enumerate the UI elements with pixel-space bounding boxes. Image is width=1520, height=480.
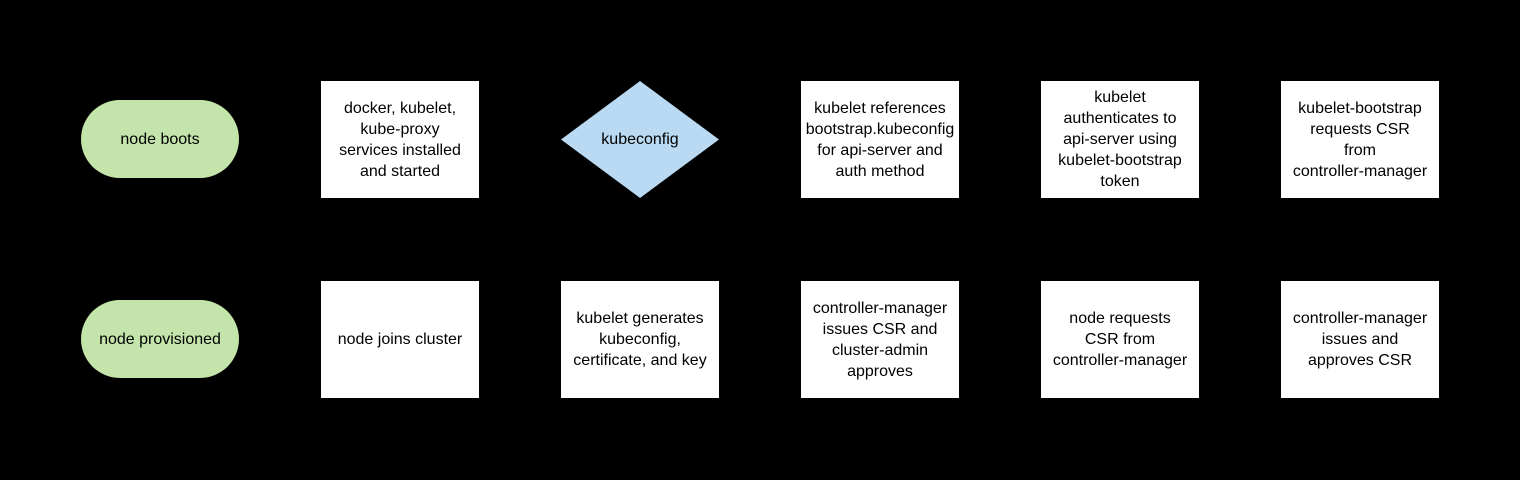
process-services-installed: docker, kubelet, kube-proxy services ins…	[321, 81, 479, 198]
process-node-joins-cluster-label: node joins cluster	[337, 331, 463, 348]
process-services-installed-label: docker, kubelet, kube-proxy services ins…	[339, 99, 461, 180]
process-kubelet-authenticates-label: kubelet authenticates to api-server usin…	[1058, 89, 1182, 190]
terminator-node-provisioned-label: node provisioned	[99, 330, 221, 348]
process-kubelet-references-bootstrap-kubeconfig: kubelet references bootstrap.kubeconfig …	[801, 81, 959, 198]
decision-kubeconfig: kubeconfig	[561, 81, 719, 198]
process-kubelet-bootstrap-requests-csr-label: kubelet-bootstrap requests CSR from cont…	[1292, 99, 1428, 180]
process-node-requests-csr-label: node requests CSR from controller-manage…	[1052, 310, 1188, 369]
terminator-node-provisioned: node provisioned	[81, 300, 239, 378]
process-controller-manager-issues-csr: controller-manager issues CSR and cluste…	[801, 281, 959, 398]
process-kubelet-generates-kubeconfig: kubelet generates kubeconfig, certificat…	[561, 281, 719, 398]
process-controller-manager-approves-csr: controller-manager issues and approves C…	[1281, 281, 1439, 398]
process-node-joins-cluster: node joins cluster	[321, 281, 479, 398]
process-controller-manager-approves-csr-label: controller-manager issues and approves C…	[1292, 310, 1428, 369]
process-kubelet-bootstrap-requests-csr: kubelet-bootstrap requests CSR from cont…	[1281, 81, 1439, 198]
process-node-requests-csr: node requests CSR from controller-manage…	[1041, 281, 1199, 398]
process-kubelet-authenticates: kubelet authenticates to api-server usin…	[1041, 81, 1199, 198]
terminator-node-boots-label: node boots	[120, 130, 200, 148]
process-kubelet-references-bootstrap-kubeconfig-label: kubelet references bootstrap.kubeconfig …	[805, 99, 955, 180]
decision-kubeconfig-label: kubeconfig	[601, 131, 679, 148]
terminator-node-boots: node boots	[81, 100, 239, 178]
process-kubelet-generates-kubeconfig-label: kubelet generates kubeconfig, certificat…	[573, 310, 707, 369]
process-controller-manager-issues-csr-label: controller-manager issues CSR and cluste…	[812, 299, 948, 380]
